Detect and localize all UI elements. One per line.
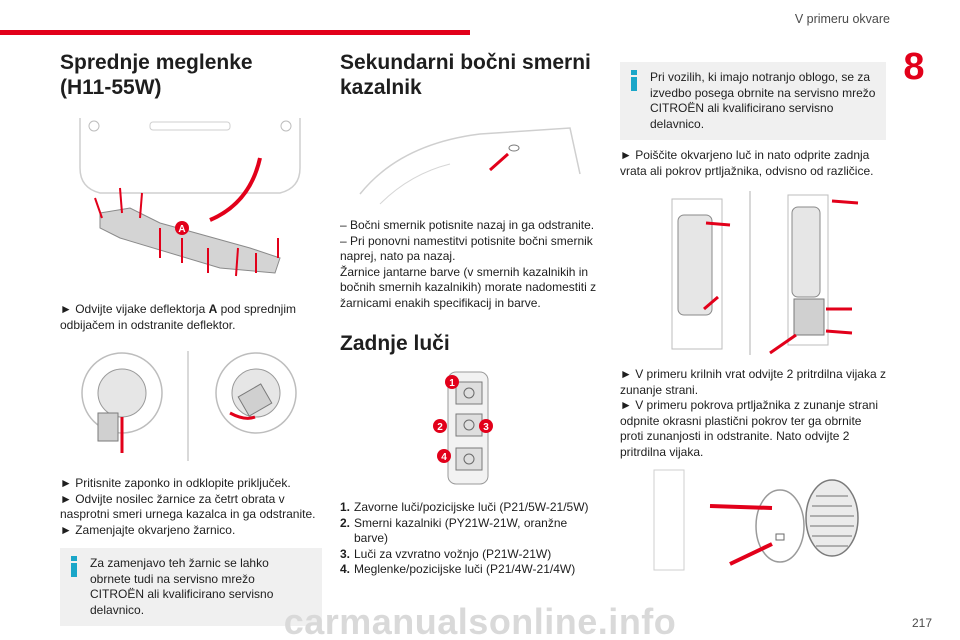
section-title-rear-lamps: Zadnje luči — [340, 332, 450, 355]
step-replace-bulb: ► Zamenjajte okvarjeno žarnico. — [60, 522, 236, 537]
watermark: carmanualsonline.info — [283, 601, 677, 640]
callout-a-label: A — [178, 224, 185, 235]
step-locate-lamp: ► Poiščite okvarjeno luč in nato odprite… — [620, 148, 874, 178]
callout-4-marker — [437, 449, 451, 463]
illustration-deflector: A — [79, 118, 301, 277]
list-item: 4.Meglenke/pozicijske luči (P21/4W-21/4W… — [340, 562, 576, 576]
callout-3-marker — [479, 419, 493, 433]
callout-1-marker — [445, 375, 459, 389]
info-note-service: Za zamenjavo teh žarnic se lahko obrnete… — [60, 548, 322, 626]
side-indicator-remove: – Bočni smernik potisnite nazaj in ga od… — [340, 218, 595, 232]
callout-2-label: 2 — [437, 422, 443, 433]
info-note-trim: Pri vozilih, ki imajo notranjo oblogo, s… — [620, 62, 886, 140]
rear-lamp-list: 1.Zavorne luči/pozicijske luči (P21/5W-2… — [340, 500, 602, 578]
section-title-side-indicator: Sekundarni bočni smerni kazalnik — [340, 51, 591, 99]
step-tailgate: ► V primeru pokrova prtljažnika z zunanj… — [620, 398, 878, 459]
illustration-tailgate-cover — [653, 469, 859, 571]
info-icon — [629, 70, 639, 92]
list-item: 3.Luči za vzvratno vožnjo (P21W-21W) — [340, 546, 552, 561]
step-unscrew-holder: ► Odvijte nosilec žarnice za četrt obrat… — [60, 491, 316, 522]
step-remove-deflector: ► Odvijte vijake deflektorja A pod spred… — [60, 302, 296, 332]
list-item: 1.Zavorne luči/pozicijske luči (P21/5W-2… — [340, 500, 589, 514]
section-title-front-fog: Sprednje meglenke (H11-55W) — [60, 51, 253, 99]
callout-1-label: 1 — [449, 378, 455, 389]
illustration-rear-doors — [671, 191, 859, 355]
callout-3-label: 3 — [483, 422, 489, 433]
callout-2-marker — [433, 419, 447, 433]
running-head: V primeru okvare — [794, 12, 890, 26]
column-rear-lamp-access: Pri vozilih, ki imajo notranjo oblogo, s… — [620, 62, 886, 576]
illustration-fog-lamp-bulb — [81, 351, 297, 461]
page-number: 217 — [911, 616, 932, 630]
list-item: 2.Smerni kazalniki (PY21W-21W, oranžne b… — [340, 515, 568, 546]
illustration-side-indicator — [359, 127, 581, 205]
callout-4-label: 4 — [441, 452, 447, 463]
info-icon — [69, 556, 79, 578]
chapter-number: 8 — [898, 46, 930, 88]
callout-markers — [433, 375, 493, 463]
illustration-rear-lamp-cluster: 1 2 3 4 — [433, 371, 493, 485]
column-side-indicator: Sekundarni bočni smerni kazalnik – Bočni… — [340, 50, 602, 578]
step-wing-doors: ► V primeru krilnih vrat odvijte 2 pritr… — [620, 367, 886, 397]
step-disconnect: ► Pritisnite zaponko in odklopite priklj… — [60, 476, 291, 490]
header-red-bar — [0, 30, 470, 35]
amber-bulb-note: Žarnice jantarne barve (v smernih kazaln… — [340, 264, 597, 310]
column-front-fog-lamps: Sprednje meglenke (H11-55W) A ► Odvijte … — [60, 50, 322, 626]
side-indicator-refit: – Pri ponovni namestitvi potisnite bočni… — [340, 233, 593, 264]
callout-a-marker — [175, 221, 189, 235]
